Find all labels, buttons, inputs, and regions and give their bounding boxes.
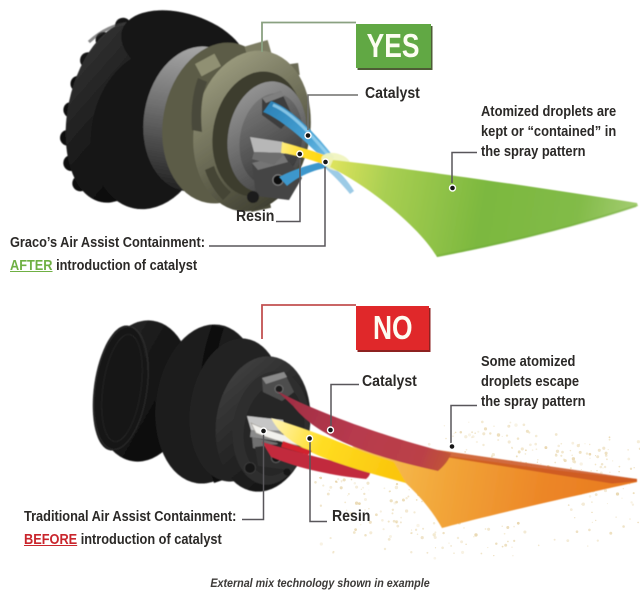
no-badge-label: NO xyxy=(372,309,413,346)
bottom-spray-streams xyxy=(250,391,637,528)
top-catalyst-leader xyxy=(307,94,358,130)
top-resin-dot xyxy=(296,150,304,158)
top-fan-dot xyxy=(448,184,457,192)
top-annotation: Atomized droplets are kept or “contained… xyxy=(481,102,616,163)
bottom-red-glint xyxy=(281,441,312,455)
yes-leader-line xyxy=(261,21,356,52)
top-caption-rest: introduction of catalyst xyxy=(52,257,197,274)
top-spray-gun xyxy=(60,10,311,212)
yes-badge: YES xyxy=(356,24,431,68)
top-annotation-line2: kept or “contained” in xyxy=(481,124,617,141)
top-annotation-line1: Atomized droplets are xyxy=(481,104,617,120)
top-caption-leader xyxy=(209,167,326,247)
bottom-annotation-line1: Some atomized xyxy=(480,354,575,370)
bottom-caption-rest: introduction of catalyst xyxy=(77,531,222,548)
top-resin-stream xyxy=(281,142,333,167)
bottom-resin-stream xyxy=(271,418,406,483)
top-mixing-dot xyxy=(321,158,330,166)
bottom-catalyst-leader xyxy=(330,383,359,426)
yes-badge-label: YES xyxy=(367,27,420,64)
bottom-catalyst-dot xyxy=(326,426,335,434)
no-leader-line xyxy=(261,304,356,339)
after-highlight: AFTER xyxy=(9,257,53,274)
bottom-catalyst-stream xyxy=(277,391,451,471)
bottom-resin-leader xyxy=(309,441,327,523)
bottom-fan-dark-edge xyxy=(438,450,637,484)
top-annotation-line3: the spray pattern xyxy=(481,144,586,161)
bottom-annotation-line2: droplets escape xyxy=(480,374,579,391)
bottom-spray-gun xyxy=(92,320,311,492)
top-catalyst-stream-lower xyxy=(279,160,333,186)
top-caption: Graco’s Air Assist Containment: AFTER in… xyxy=(10,231,205,277)
top-catalyst-tail xyxy=(325,164,354,194)
bottom-caption-line2: BEFORE introduction of catalyst xyxy=(24,528,236,551)
top-caption-line2: AFTER introduction of catalyst xyxy=(10,254,205,277)
top-catalyst-stream-upper xyxy=(263,101,334,166)
bottom-caption: Traditional Air Assist Containment: BEFO… xyxy=(24,505,236,551)
bottom-catalyst-stream-lower xyxy=(262,442,371,479)
bottom-tip-dot xyxy=(259,427,268,435)
top-caption-line1: Graco’s Air Assist Containment: xyxy=(9,234,205,251)
before-highlight: BEFORE xyxy=(24,531,78,548)
top-gun-fluid-tip xyxy=(250,137,285,165)
top-catalyst-dot xyxy=(304,131,312,140)
top-annotation-leader xyxy=(451,151,477,183)
bottom-catalyst-label: Catalyst xyxy=(362,373,417,390)
top-resin-label: Resin xyxy=(236,208,275,225)
top-catalyst-label: Catalyst xyxy=(364,85,420,102)
callout-dots xyxy=(259,131,457,451)
leader-lines xyxy=(209,21,477,523)
bottom-caption-leader xyxy=(242,434,265,521)
bottom-annotation: Some atomized droplets escape the spray … xyxy=(481,352,585,413)
bottom-caption-line1: Traditional Air Assist Containment: xyxy=(24,508,237,525)
top-spray-streams xyxy=(263,101,638,258)
top-resin-leader xyxy=(276,159,301,223)
bottom-annotation-leader xyxy=(450,404,477,443)
top-spray-fan xyxy=(330,160,638,257)
bottom-resin-label: Resin xyxy=(332,508,371,525)
footer-note: External mix technology shown in example xyxy=(210,576,430,590)
bottom-escape-dot xyxy=(448,442,456,451)
no-badge: NO xyxy=(356,306,429,350)
bottom-annotation-line3: the spray pattern xyxy=(480,394,585,411)
bottom-resin-dot xyxy=(305,434,314,443)
